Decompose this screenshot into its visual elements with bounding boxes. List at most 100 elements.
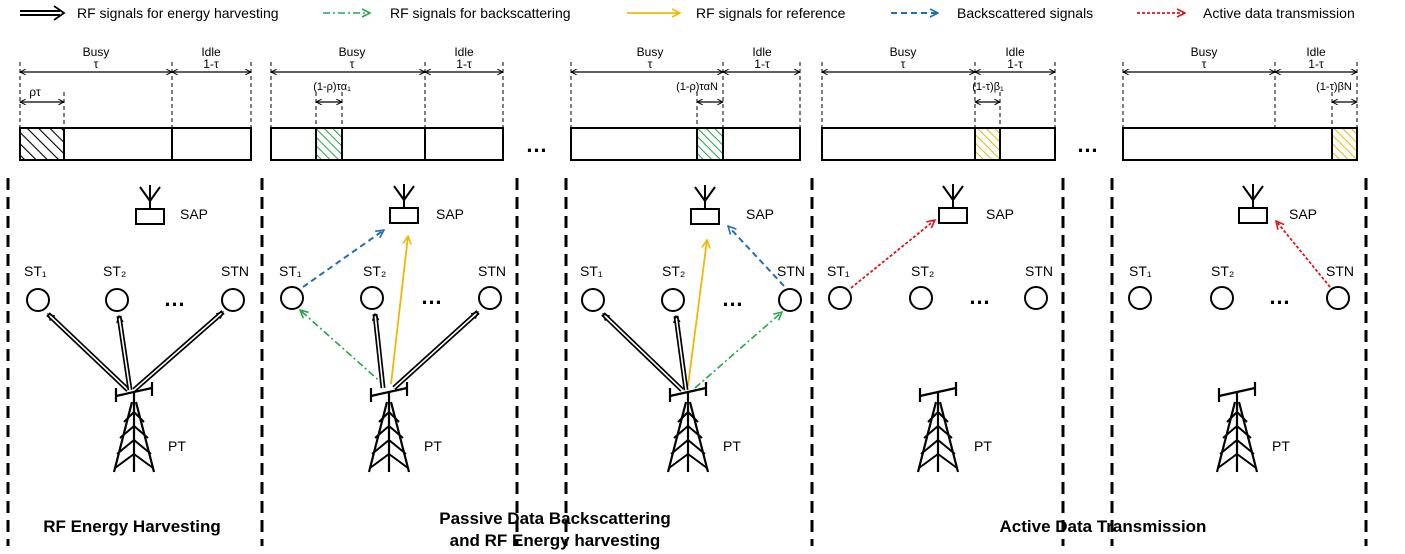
st1-node bbox=[581, 288, 605, 312]
idle-label: Idle bbox=[201, 45, 221, 59]
legend-active-label: Active data transmission bbox=[1203, 5, 1355, 21]
tau-label: τ bbox=[648, 57, 653, 71]
idle-label: Idle bbox=[1306, 45, 1326, 59]
panel-backscatter-st1: SAP ST₁ ST₂ STN … PT bbox=[279, 183, 506, 474]
energy-arrows bbox=[375, 310, 480, 390]
sap-icon bbox=[135, 184, 165, 225]
st2-label: ST₂ bbox=[1211, 263, 1234, 279]
st2-node bbox=[661, 288, 685, 312]
busy-label: Busy bbox=[339, 45, 366, 59]
busy-label: Busy bbox=[1191, 45, 1218, 59]
backscatter-arrow bbox=[694, 312, 782, 389]
active-slot-stn bbox=[1331, 127, 1358, 161]
st-ellipsis: … bbox=[421, 284, 444, 309]
alpha1-label: (1-ρ)τα₁ bbox=[313, 81, 351, 93]
sap-icon bbox=[1238, 183, 1268, 224]
timeline-backscatter-stn: Busy τ Idle 1-τ (1-ρ)ταN bbox=[570, 45, 801, 161]
timeline-ellipsis-1: … bbox=[526, 132, 549, 157]
legend: RF signals for energy harvesting RF sign… bbox=[20, 5, 1355, 21]
section-title-active: Active Data Transmission bbox=[1000, 517, 1207, 536]
st1-label: ST₁ bbox=[279, 263, 302, 279]
sap-label: SAP bbox=[1289, 206, 1317, 222]
st-ellipsis: … bbox=[722, 286, 745, 311]
st2-node bbox=[105, 288, 129, 312]
tau-label: τ bbox=[94, 57, 99, 71]
pt-tower-icon bbox=[1215, 380, 1259, 474]
sap-label: SAP bbox=[180, 206, 208, 222]
sap-icon bbox=[938, 183, 968, 224]
sap-label: SAP bbox=[746, 206, 774, 222]
panel-active-st1: SAP ST₁ ST₂ STN … PT bbox=[827, 183, 1053, 474]
st-ellipsis: … bbox=[1269, 284, 1292, 309]
sap-label: SAP bbox=[436, 206, 464, 222]
st1-label: ST₁ bbox=[580, 263, 603, 279]
st2-label: ST₂ bbox=[662, 263, 685, 279]
timeline-ellipsis-2: … bbox=[1077, 132, 1100, 157]
section-title-passive-2: and RF Energy harvesting bbox=[450, 531, 661, 550]
legend-energy-label: RF signals for energy harvesting bbox=[77, 5, 279, 21]
harvest-slot bbox=[19, 127, 65, 161]
active-arrow bbox=[1276, 221, 1331, 288]
stn-label: STN bbox=[777, 263, 805, 279]
energy-arrows bbox=[46, 310, 225, 392]
tau-label: τ bbox=[350, 57, 355, 71]
st2-node bbox=[909, 286, 933, 310]
one-minus-tau-label: 1-τ bbox=[754, 57, 770, 71]
reference-arrow bbox=[390, 236, 408, 385]
section-title-harvesting: RF Energy Harvesting bbox=[43, 517, 221, 536]
busy-label: Busy bbox=[83, 45, 110, 59]
idle-label: Idle bbox=[752, 45, 772, 59]
sap-label: SAP bbox=[986, 206, 1014, 222]
stn-label: STN bbox=[221, 263, 249, 279]
panel-active-stn: SAP ST₁ ST₂ STN … PT bbox=[1128, 183, 1354, 474]
st1-node bbox=[1128, 286, 1152, 310]
panel-harvesting: SAP ST₁ ST₂ STN … PT RF Energy Harvestin… bbox=[24, 184, 249, 536]
legend-reference-label: RF signals for reference bbox=[696, 5, 846, 21]
st1-label: ST₁ bbox=[1129, 263, 1152, 279]
stn-node bbox=[778, 288, 802, 312]
st1-label: ST₁ bbox=[24, 263, 47, 279]
timeline-harvesting: Busy τ Idle 1-τ ρτ bbox=[19, 45, 252, 161]
backscatter-arrow bbox=[300, 310, 386, 387]
st1-node bbox=[828, 286, 852, 310]
one-minus-tau-label: 1-τ bbox=[456, 57, 472, 71]
stn-node bbox=[1024, 286, 1048, 310]
timeline-backscatter-st1: Busy τ Idle 1-τ (1-ρ)τα₁ bbox=[270, 45, 504, 161]
one-minus-tau-label: 1-τ bbox=[1308, 57, 1324, 71]
rho-tau-label: ρτ bbox=[29, 85, 41, 99]
pt-label: PT bbox=[723, 438, 741, 454]
busy-label: Busy bbox=[890, 45, 917, 59]
pt-tower-icon bbox=[916, 380, 960, 474]
pt-tower-icon bbox=[112, 380, 156, 474]
stn-label: STN bbox=[1025, 263, 1053, 279]
alphaN-label: (1-ρ)ταN bbox=[676, 81, 718, 93]
backscattered-arrow bbox=[302, 230, 384, 288]
st2-node bbox=[1210, 286, 1234, 310]
betaN-label: (1-τ)βN bbox=[1316, 81, 1352, 93]
st1-node bbox=[26, 288, 50, 312]
pt-tower-icon bbox=[666, 380, 710, 474]
idle-label: Idle bbox=[1005, 45, 1025, 59]
legend-backscatter-label: RF signals for backscattering bbox=[390, 5, 571, 21]
tau-label: τ bbox=[1202, 57, 1207, 71]
legend-backscatter-item: RF signals for backscattering bbox=[323, 5, 571, 21]
pt-label: PT bbox=[974, 438, 992, 454]
panel-backscatter-stn: SAP ST₁ ST₂ STN … PT bbox=[580, 184, 805, 474]
st-ellipsis: … bbox=[164, 286, 187, 311]
active-arrow bbox=[850, 220, 935, 289]
stn-label: STN bbox=[478, 263, 506, 279]
legend-backscattered-item: Backscattered signals bbox=[891, 5, 1093, 21]
legend-energy-item: RF signals for energy harvesting bbox=[20, 5, 279, 21]
st-ellipsis: … bbox=[969, 284, 992, 309]
active-slot-st1 bbox=[974, 127, 1001, 161]
one-minus-tau-label: 1-τ bbox=[203, 57, 219, 71]
pt-tower-icon bbox=[367, 380, 411, 474]
st1-label: ST₁ bbox=[827, 263, 850, 279]
backscattered-arrow bbox=[728, 226, 785, 287]
st2-label: ST₂ bbox=[103, 263, 126, 279]
legend-backscattered-label: Backscattered signals bbox=[957, 5, 1093, 21]
pt-label: PT bbox=[424, 438, 442, 454]
beta1-label: (1-τ)β₁ bbox=[972, 81, 1004, 93]
timeline-active-stn: Busy τ Idle 1-τ (1-τ)βN bbox=[1122, 45, 1358, 161]
